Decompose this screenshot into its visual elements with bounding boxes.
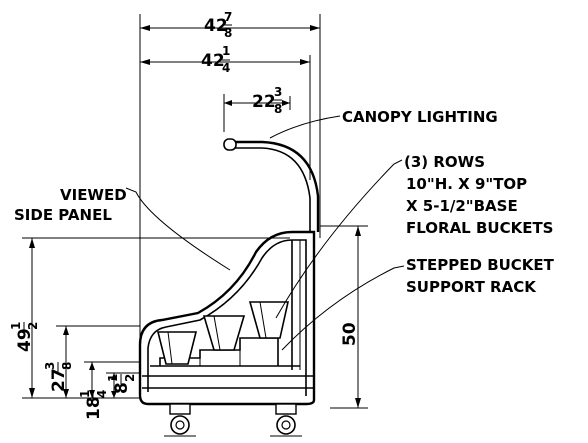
dim-8-1-2-whole: 8 xyxy=(112,382,132,394)
front-caster xyxy=(164,403,196,437)
dim-42-1-4-whole: 42 xyxy=(201,51,225,71)
dim-49-1-2-num: 1 xyxy=(9,322,23,330)
dim-width-42-1-4: 42 1 4 xyxy=(140,14,321,238)
leader-side-panel xyxy=(125,187,231,271)
leader-rack xyxy=(281,265,405,351)
dim-18-1-4-whole: 18 xyxy=(84,396,104,420)
dim-42-1-4-den: 4 xyxy=(222,61,230,75)
label-rack-line-2: SUPPORT RACK xyxy=(406,278,537,296)
dim-42-7-8-whole: 42 xyxy=(204,16,228,36)
dim-overall-width-42-7-8: 42 7 8 xyxy=(139,10,320,340)
dim-height-8-1-2: 8 1 2 xyxy=(106,372,140,398)
floral-bucket-front xyxy=(156,331,198,365)
dim-50-value: 50 xyxy=(340,322,360,346)
dim-18-1-4-num: 1 xyxy=(78,390,92,398)
dim-22-3-8-whole: 22 xyxy=(252,92,276,112)
dim-height-49-1-2: 49 1 2 xyxy=(9,237,290,398)
leader-buckets xyxy=(275,159,403,319)
floral-bucket-rear xyxy=(248,301,289,339)
label-rows-line-3: X 5-1/2"BASE xyxy=(406,197,518,215)
case-body xyxy=(138,230,316,406)
canopy-lamp-icon xyxy=(223,138,237,151)
dim-22-3-8-num: 3 xyxy=(274,85,282,99)
floral-bucket-middle xyxy=(202,315,246,351)
label-canopy-lighting: CANOPY LIGHTING xyxy=(342,108,498,126)
dim-27-3-8-den: 8 xyxy=(60,362,74,370)
label-rows-line-1: (3) ROWS xyxy=(404,153,485,171)
label-rows-line-4: FLORAL BUCKETS xyxy=(406,219,554,237)
dim-42-1-4-num: 1 xyxy=(222,44,230,58)
dim-canopy-22-3-8: 22 3 8 xyxy=(223,85,291,132)
dim-height-27-3-8: 27 3 8 xyxy=(43,325,140,398)
rear-caster xyxy=(270,403,302,437)
label-rack-line-1: STEPPED BUCKET xyxy=(406,256,555,274)
dim-height-50: 50 xyxy=(320,225,368,409)
dim-27-3-8-num: 3 xyxy=(43,362,57,370)
label-viewed: VIEWED xyxy=(60,186,127,204)
canopy-light-arm xyxy=(223,138,320,232)
label-rows-line-2: 10"H. X 9"TOP xyxy=(406,175,527,193)
dim-42-7-8-den: 8 xyxy=(224,26,232,40)
dim-27-3-8-whole: 27 xyxy=(49,368,69,392)
dim-18-1-4-den: 4 xyxy=(95,390,109,398)
label-side-panel: SIDE PANEL xyxy=(14,206,112,224)
dim-8-1-2-den: 2 xyxy=(123,374,137,382)
dim-22-3-8-den: 8 xyxy=(274,102,282,116)
dim-49-1-2-whole: 49 xyxy=(15,328,35,352)
dim-8-1-2-num: 1 xyxy=(106,374,120,382)
dim-49-1-2-den: 2 xyxy=(26,322,40,330)
dim-42-7-8-num: 7 xyxy=(224,10,232,24)
leader-canopy-lighting xyxy=(269,115,341,139)
